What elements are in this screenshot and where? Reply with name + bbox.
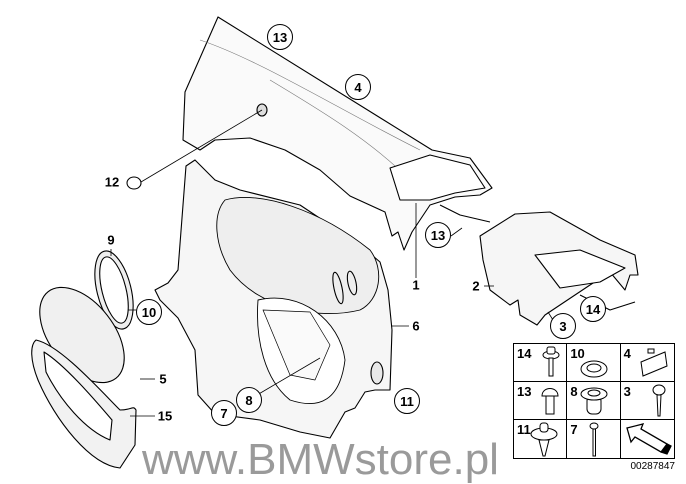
round-head-screw-icon [541,388,559,415]
callout-8[interactable]: 8 [236,387,262,413]
plug-cap [126,176,142,190]
legend-number: 10 [570,346,585,361]
callout-4[interactable]: 4 [345,74,371,100]
callout-14[interactable]: 14 [580,296,606,322]
speaker-ring [94,250,134,330]
expanding-nut-icon [580,387,608,415]
legend-cell-7[interactable]: 7 [567,420,621,458]
clip-icon [640,348,668,377]
legend-number: 13 [517,384,532,399]
callout-15[interactable]: 15 [157,408,173,424]
trim-frame [31,339,137,469]
legend-cell-4[interactable]: 4 [620,344,674,382]
upper-trim-panel [182,16,493,251]
legend-number: 7 [570,422,578,437]
callout-1[interactable]: 1 [412,277,420,293]
callout-3[interactable]: 3 [550,313,576,339]
legend-cell-3[interactable]: 3 [620,382,674,420]
callout-13-mid[interactable]: 13 [425,222,451,248]
fastener-legend: 14 10 4 13 8 3 11 7 [513,343,675,459]
side-trim-panel [154,159,393,439]
legend-number: 8 [570,384,578,399]
callout-11[interactable]: 11 [394,388,420,414]
legend-number: 14 [517,346,532,361]
callout-6[interactable]: 6 [412,318,420,334]
push-rivet-icon [530,422,558,457]
legend-number: 4 [623,346,631,361]
watermark: www.BMWstore.pl [142,435,499,484]
callout-9[interactable]: 9 [107,232,115,248]
legend-cell-13[interactable]: 13 [514,382,568,420]
leader-lines [110,109,554,417]
document-number: 00287847 [630,461,676,472]
legend-cell-11[interactable]: 11 [514,420,568,458]
cover-part [479,211,639,326]
legend-number: 3 [623,384,631,399]
legend-cell-arrow[interactable] [621,420,674,458]
direction-arrow-icon [625,423,672,455]
callout-10[interactable]: 10 [136,299,162,325]
clip-nut-icon [580,360,608,378]
legend-number: 11 [517,422,531,437]
callout-5[interactable]: 5 [159,371,167,387]
legend-cell-8[interactable]: 8 [567,382,621,420]
legend-cell-14[interactable]: 14 [514,344,568,382]
legend-cell-10[interactable]: 10 [567,344,621,382]
tapping-screw-icon [652,384,666,417]
callout-13[interactable]: 13 [267,24,293,50]
flange-screw-icon [542,346,560,377]
callout-7[interactable]: 7 [211,400,237,426]
callout-2[interactable]: 2 [472,278,480,294]
long-screw-icon [589,422,599,457]
callout-12[interactable]: 12 [104,174,120,190]
